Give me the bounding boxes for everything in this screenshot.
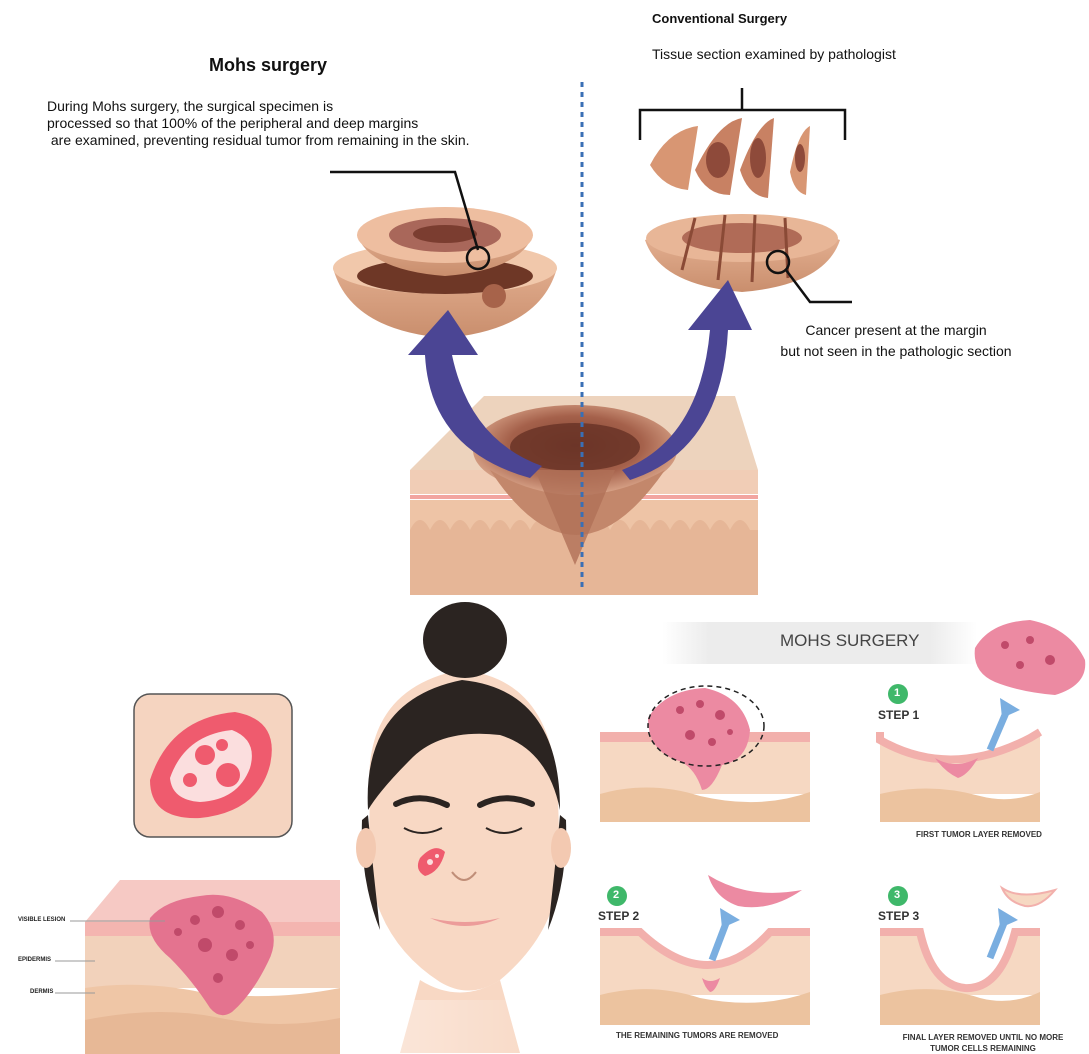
step-2-label: STEP 2 — [598, 910, 639, 923]
label-visible-lesion: VISIBLE LESION — [18, 917, 65, 924]
step-1-badge-number: 1 — [894, 687, 900, 699]
top-illustration — [0, 0, 1089, 600]
step-2-caption: THE REMAINING TUMORS ARE REMOVED — [616, 1032, 778, 1041]
panel-initial — [600, 686, 810, 822]
step-1-caption: FIRST TUMOR LAYER REMOVED — [916, 831, 1042, 840]
lesion-zoom — [134, 694, 292, 837]
face-illustration — [356, 602, 571, 1053]
mohs-specimen — [330, 172, 557, 338]
label-dermis: DERMIS — [30, 989, 53, 996]
panel-step-3 — [880, 886, 1055, 1025]
label-epidermis: EPIDERMIS — [18, 957, 51, 964]
banner-label: MOHS SURGERY — [780, 632, 920, 651]
bottom-illustration — [0, 600, 1089, 1053]
step-2-badge-number: 2 — [613, 889, 619, 901]
step-3-badge-number: 3 — [894, 889, 900, 901]
step-1-label: STEP 1 — [878, 709, 919, 722]
conventional-specimen — [640, 88, 852, 302]
step-3-caption: FINAL LAYER REMOVED UNTIL NO MORE TUMOR … — [898, 1032, 1068, 1054]
panel-step-2 — [600, 875, 810, 1025]
lesion-skin-block — [55, 880, 340, 1054]
step-3-label: STEP 3 — [878, 910, 919, 923]
